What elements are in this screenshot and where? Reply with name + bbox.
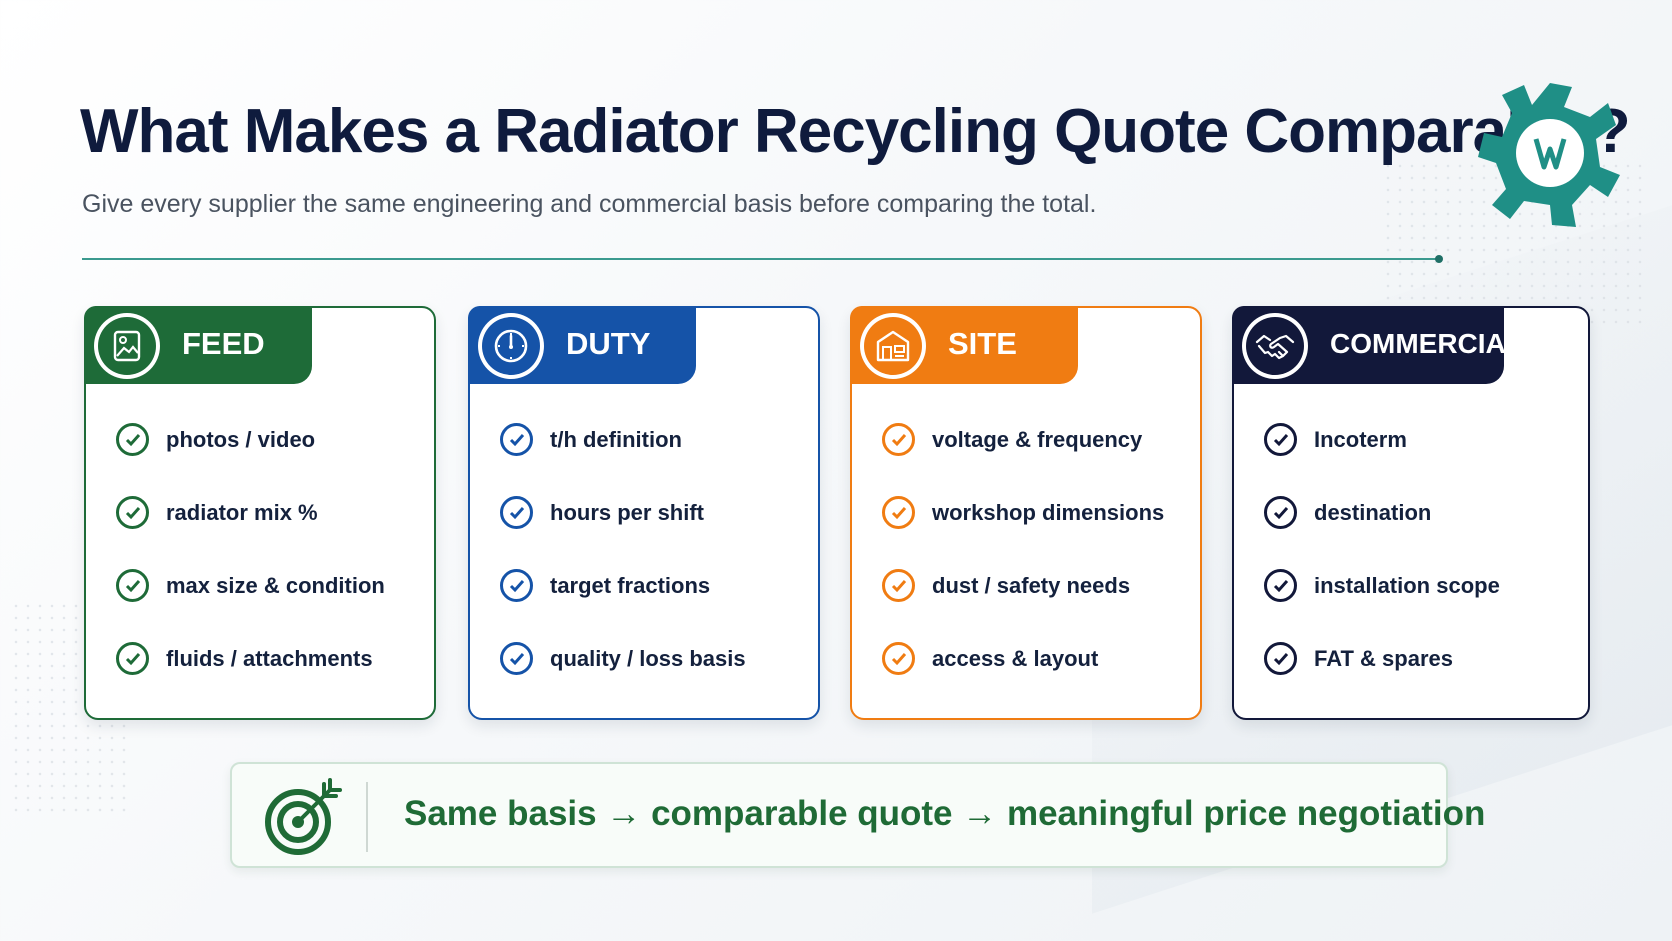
card-header: COMMERCIAL [1232, 306, 1523, 384]
card-header: DUTY [468, 306, 696, 384]
list-item: destination [1264, 476, 1500, 549]
banner-divider [366, 782, 368, 852]
list-item: workshop dimensions [882, 476, 1164, 549]
check-icon [500, 496, 533, 529]
summary-banner: Same basis → comparable quote → meaningf… [230, 762, 1485, 868]
check-icon [1264, 642, 1297, 675]
item-label: photos / video [166, 426, 316, 452]
list-item: access & layout [882, 622, 1164, 695]
check-icon [1264, 496, 1297, 529]
check-icon [1264, 569, 1297, 602]
check-icon [500, 569, 533, 602]
card-title: SITE [948, 326, 1017, 361]
check-icon [882, 496, 915, 529]
target-icon [265, 778, 342, 855]
item-label: voltage & frequency [932, 426, 1143, 452]
card-title: FEED [182, 326, 265, 361]
item-label: max size & condition [166, 572, 385, 598]
list-item: fluids / attachments [116, 622, 385, 695]
page-subtitle: Give every supplier the same engineering… [82, 190, 1097, 218]
item-label: workshop dimensions [932, 499, 1165, 525]
card-icon-wrap [478, 313, 544, 379]
page-title: What Makes a Radiator Recycling Quote Co… [80, 97, 1631, 166]
item-label: FAT & spares [1314, 645, 1453, 671]
card-icon-wrap [94, 313, 160, 379]
item-label: fluids / attachments [166, 645, 373, 671]
card-header: SITE [850, 306, 1078, 384]
list-item: installation scope [1264, 549, 1500, 622]
card-title: COMMERCIAL [1330, 328, 1523, 359]
card-feed: FEED photos / video radiator mix % max s… [84, 306, 436, 720]
item-label: destination [1314, 499, 1432, 525]
checklist: photos / video radiator mix % max size &… [116, 423, 385, 695]
check-icon [116, 496, 149, 529]
item-label: access & layout [932, 645, 1099, 671]
building-icon [876, 330, 910, 362]
list-item: hours per shift [500, 476, 746, 549]
list-item: FAT & spares [1264, 622, 1500, 695]
item-label: Incoterm [1314, 426, 1407, 452]
title-divider [82, 255, 1443, 263]
checklist: voltage & frequency workshop dimensions … [882, 423, 1164, 695]
list-item: target fractions [500, 549, 746, 622]
list-item: Incoterm [1264, 403, 1500, 476]
card-commercial: COMMERCIAL Incoterm destination installa… [1232, 306, 1590, 720]
clock-icon [494, 329, 528, 363]
card-icon-wrap [1242, 313, 1308, 379]
item-label: quality / loss basis [550, 645, 746, 671]
list-item: max size & condition [116, 549, 385, 622]
item-label: installation scope [1314, 572, 1500, 598]
list-item: radiator mix % [116, 476, 385, 549]
item-label: t/h definition [550, 426, 682, 452]
check-icon [116, 423, 149, 456]
checklist: Incoterm destination installation scope … [1264, 423, 1500, 695]
card-site: SITE voltage & frequency workshop dimens… [850, 306, 1202, 720]
card-duty: DUTY t/h definition hours per shift targ… [468, 306, 820, 720]
check-icon [500, 423, 533, 456]
list-item: dust / safety needs [882, 549, 1164, 622]
card-title: DUTY [566, 326, 651, 361]
list-item: voltage & frequency [882, 403, 1164, 476]
check-icon [500, 642, 533, 675]
list-item: photos / video [116, 403, 385, 476]
check-icon [882, 423, 915, 456]
check-icon [1264, 423, 1297, 456]
check-icon [882, 569, 915, 602]
checklist: t/h definition hours per shift target fr… [500, 423, 746, 695]
list-item: quality / loss basis [500, 622, 746, 695]
banner-text: Same basis → comparable quote → meaningf… [404, 794, 1486, 833]
check-icon [882, 642, 915, 675]
check-icon [116, 569, 149, 602]
list-item: t/h definition [500, 403, 746, 476]
item-label: dust / safety needs [932, 572, 1131, 598]
handshake-icon [1255, 334, 1295, 360]
card-icon-wrap [860, 313, 926, 379]
item-label: radiator mix % [166, 499, 318, 525]
item-label: hours per shift [550, 499, 705, 525]
item-label: target fractions [550, 572, 711, 598]
image-icon [113, 330, 141, 362]
check-icon [116, 642, 149, 675]
card-header: FEED [84, 306, 312, 384]
gear-logo-icon [1478, 83, 1620, 227]
